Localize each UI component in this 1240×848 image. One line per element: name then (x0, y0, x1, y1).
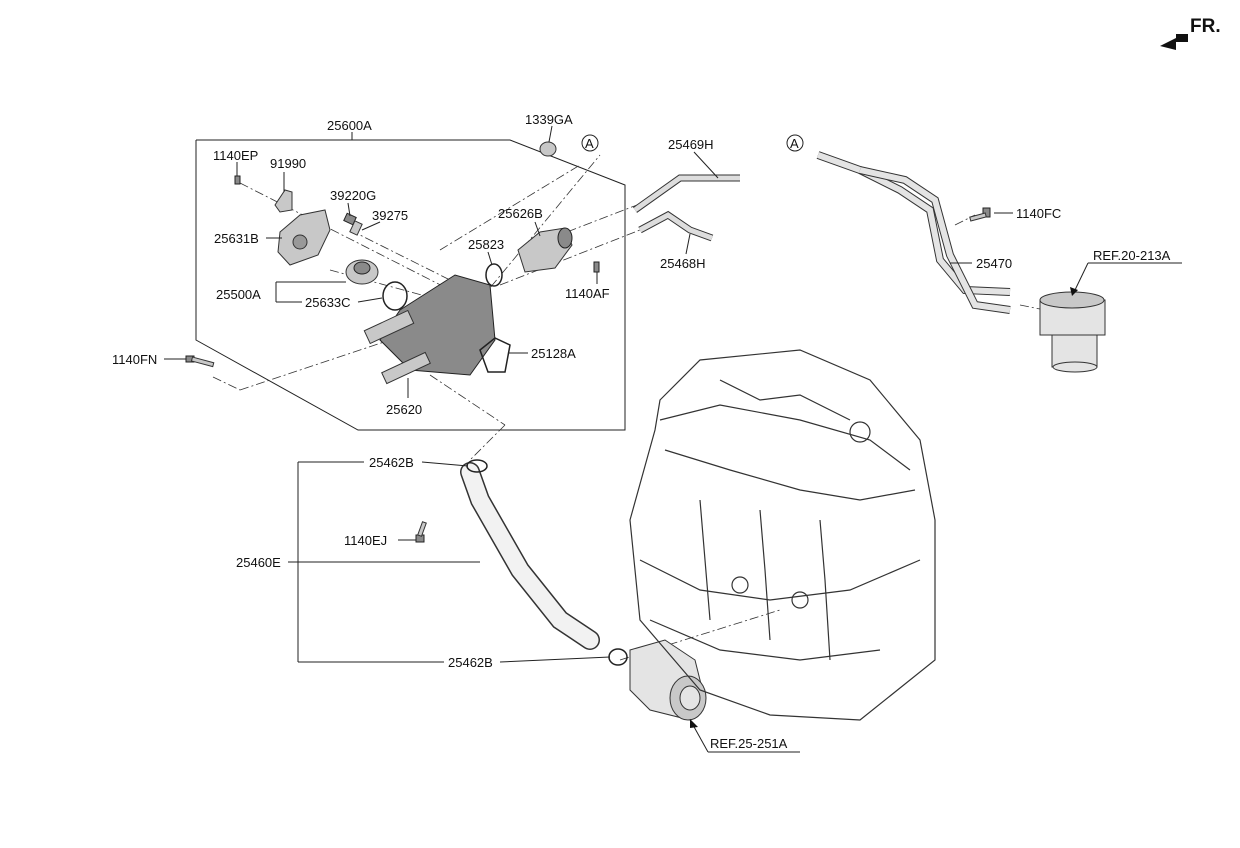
label-ref-25-251A: REF.25-251A (710, 736, 788, 751)
gasket-25633C (382, 281, 408, 311)
label-25633C: 25633C (305, 295, 351, 310)
callout-a-right: A (786, 134, 804, 152)
bolt-1140AF (593, 261, 600, 273)
label-25631B: 25631B (214, 231, 259, 246)
label-1140FN: 1140FN (112, 352, 157, 367)
housing-25631B (277, 209, 331, 266)
part-labels: 1140EP 91990 39220G 39275 25631B 25500A … (112, 112, 1171, 751)
engine-block (629, 349, 936, 721)
svg-text:A: A (585, 136, 594, 151)
svg-text:A: A (790, 136, 799, 151)
callout-a-left: A (581, 134, 599, 152)
bolt-1140FC (969, 207, 991, 222)
thermostat-25500A (345, 259, 379, 285)
label-25468H: 25468H (660, 256, 706, 271)
label-1339GA: 1339GA (525, 112, 573, 127)
bolt-1140EJ (415, 521, 427, 543)
label-39220G: 39220G (330, 188, 376, 203)
hose-25469H (632, 174, 740, 213)
bolt-1140FN (185, 355, 215, 368)
pipe-25470 (816, 151, 1011, 314)
label-25462B-top: 25462B (369, 455, 414, 470)
label-39275: 39275 (372, 208, 408, 223)
label-25823: 25823 (468, 237, 504, 252)
label-25460E: 25460E (236, 555, 281, 570)
label-25470: 25470 (976, 256, 1012, 271)
oring-25823 (485, 263, 503, 287)
cap-1339GA (539, 141, 557, 157)
label-25626B: 25626B (498, 206, 543, 221)
label-25600A: 25600A (327, 118, 372, 133)
pipe-25460E (460, 459, 628, 666)
fitting-25626B (517, 227, 573, 273)
label-25462B-bottom: 25462B (448, 655, 493, 670)
bracket-91990 (274, 189, 293, 213)
label-1140FC: 1140FC (1016, 206, 1061, 221)
hose-25468H (638, 210, 714, 242)
front-label: FR. (1190, 16, 1221, 37)
label-1140AF: 1140AF (565, 286, 610, 301)
label-25469H: 25469H (668, 137, 714, 152)
label-91990: 91990 (270, 156, 306, 171)
gasket-25128A (479, 337, 511, 373)
leader-lines (164, 125, 1182, 753)
label-1140EJ: 1140EJ (344, 533, 387, 548)
label-1140EP: 1140EP (213, 148, 258, 163)
oil-filter-ref-20-213A (1039, 291, 1106, 373)
label-25128A: 25128A (531, 346, 576, 361)
sensor-39220G (343, 212, 363, 236)
label-25500A: 25500A (216, 287, 261, 302)
front-arrow-icon (1160, 34, 1188, 50)
water-pump-ref-25-251A (629, 639, 707, 721)
front-direction-indicator: FR. (1160, 16, 1221, 50)
label-ref-20-213A: REF.20-213A (1093, 248, 1171, 263)
bolt-1140EP (234, 175, 241, 185)
label-25620: 25620 (386, 402, 422, 417)
housing-25620 (363, 274, 496, 385)
thermostat-assembly-box: 25600A (195, 118, 626, 431)
assembly-guide-lines (212, 154, 1046, 661)
